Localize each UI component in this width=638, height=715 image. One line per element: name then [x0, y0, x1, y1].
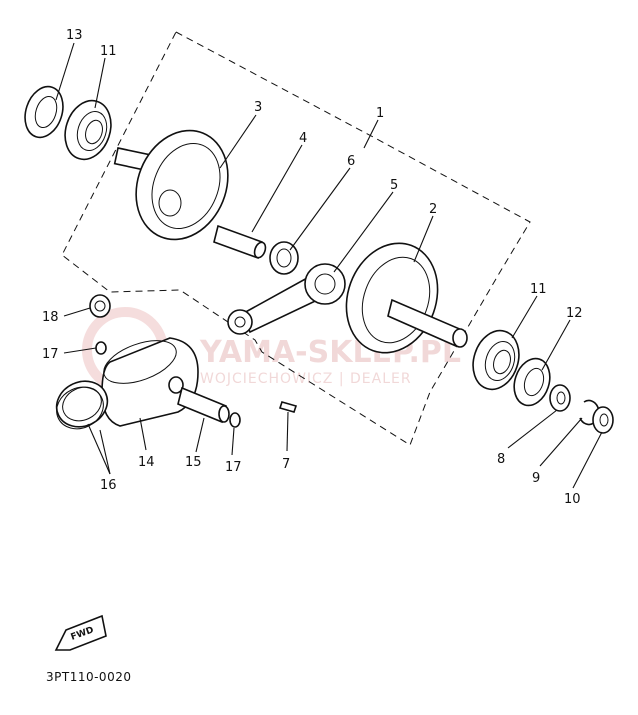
part-13-oil-seal [24, 85, 64, 139]
callout-16: 16 [100, 478, 117, 493]
callout-10: 10 [564, 492, 581, 507]
callout-5: 5 [390, 178, 398, 193]
drawing-code: 3PT110-0020 [46, 670, 132, 684]
callout-1: 1 [376, 106, 384, 121]
part-16-piston-rings [55, 380, 109, 430]
callout-14: 14 [138, 455, 155, 470]
part-5-connecting-rod [227, 263, 346, 335]
callout-17-bottom: 17 [225, 460, 242, 475]
part-18-small-end-bearing [89, 294, 111, 318]
part-10-nut [592, 406, 614, 434]
watermark-sub-text: WOJCIECHOWICZ | DEALER [200, 371, 412, 387]
callout-3: 3 [254, 100, 262, 115]
callout-7: 7 [282, 457, 290, 472]
part-2-crank-right [345, 242, 468, 354]
callout-9: 9 [532, 471, 540, 486]
watermark-main-text: YAMA-SKLEP.PL [199, 335, 461, 370]
part-8-washer [549, 384, 571, 412]
part-4-crank-pin [213, 224, 267, 260]
callout-12: 12 [566, 306, 583, 321]
leader-lines [55, 42, 603, 489]
callout-6: 6 [347, 154, 355, 169]
part-14-piston [101, 337, 199, 427]
callout-17-left: 17 [42, 347, 59, 362]
part-12-oil-seal [513, 357, 551, 407]
callout-2: 2 [429, 202, 437, 217]
part-17-circlip-right [229, 412, 241, 428]
part-17-circlip-left [95, 341, 107, 355]
part-11-bearing-left [64, 99, 112, 161]
callout-18: 18 [42, 310, 59, 325]
callout-13: 13 [66, 28, 83, 43]
callout-11-right: 11 [530, 282, 547, 297]
part-15-piston-pin [177, 386, 230, 424]
fwd-arrow-icon: FWD [54, 614, 107, 651]
part-6-needle-bearing [269, 241, 299, 275]
part-3-crank-left [113, 129, 229, 241]
part-7-key [278, 401, 298, 413]
callout-15: 15 [185, 455, 202, 470]
callout-8: 8 [497, 452, 505, 467]
callout-11-top: 11 [100, 44, 117, 59]
assembly-boundary [61, 31, 531, 446]
callout-labels: 13 11 3 4 6 5 2 1 11 12 8 9 10 7 17 15 1… [42, 28, 583, 507]
part-11-bearing-right [472, 329, 520, 391]
callout-4: 4 [299, 131, 307, 146]
